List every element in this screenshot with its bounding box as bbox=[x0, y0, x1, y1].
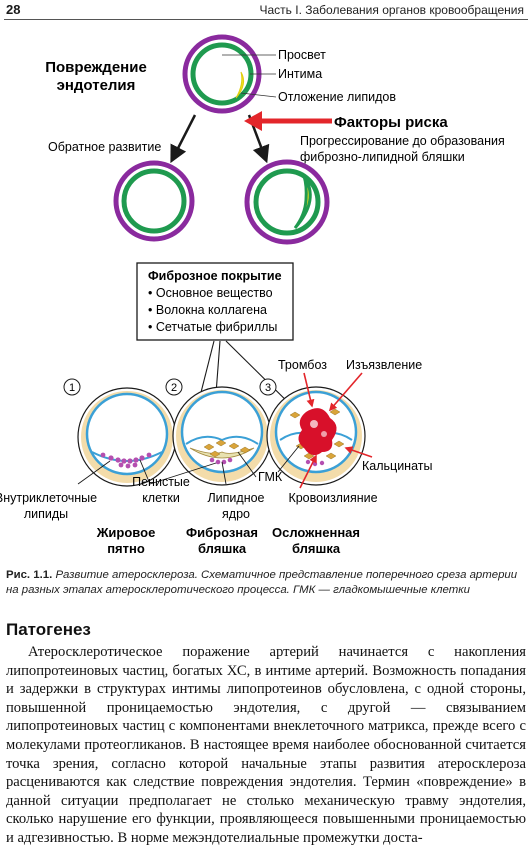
smc-cells-2 bbox=[203, 439, 251, 458]
caption-text: Развитие атеросклероза. Схематичное пред… bbox=[6, 569, 518, 596]
artery-top bbox=[182, 34, 262, 114]
risk-arrow-head bbox=[244, 111, 262, 131]
foam-cells-2 bbox=[209, 457, 233, 465]
figure-caption: Рис. 1.1. Развитие атеросклероза. Схемат… bbox=[6, 568, 526, 598]
label-foam-2: клетки bbox=[142, 491, 180, 505]
stage-2-number: 2 bbox=[171, 382, 177, 394]
progression-line1: Прогрессирование до образования bbox=[300, 134, 505, 148]
figure-atherosclerosis: Повреждение эндотелия Просвет Интима Отл… bbox=[0, 20, 532, 580]
label-calcinates: Кальцинаты bbox=[362, 459, 432, 473]
arrow-regression bbox=[170, 114, 197, 164]
fibrous-cap-item-1: • Основное вещество bbox=[148, 286, 273, 300]
running-title: Часть I. Заболевания органов кровообраще… bbox=[259, 3, 524, 17]
label-fatty-streak-2: пятно bbox=[107, 541, 145, 556]
lipid-deposit-small bbox=[235, 71, 245, 99]
stage-1-artery bbox=[77, 387, 177, 487]
label-lipid-core-2: ядро bbox=[222, 507, 250, 521]
label-smc: ГМК bbox=[258, 470, 283, 484]
label-reverse: Обратное развитие bbox=[48, 140, 161, 154]
injury-label-line2: эндотелия bbox=[57, 77, 136, 94]
lipid-deposit-large bbox=[293, 175, 312, 229]
label-thrombosis: Тромбоз bbox=[278, 358, 327, 372]
caption-label: Рис. 1.1. bbox=[6, 569, 53, 581]
progression-line2: фиброзно-липидной бляшки bbox=[300, 150, 465, 164]
fibrous-cap-item-2: • Волокна коллагена bbox=[148, 303, 267, 317]
label-fibrous-plaque-2: бляшка bbox=[198, 541, 247, 556]
section-title: Патогенез bbox=[6, 620, 91, 639]
label-hemorrhage: Кровоизлияние bbox=[288, 491, 377, 505]
body-paragraph: Атеросклеротическое поражение артерий на… bbox=[6, 644, 526, 846]
label-lumen: Просвет bbox=[278, 48, 326, 62]
stage-2-artery bbox=[172, 386, 272, 486]
label-lipid-deposit: Отложение липидов bbox=[278, 90, 396, 104]
label-fibrous-plaque-1: Фиброзная bbox=[186, 525, 258, 540]
label-intracellular-1: Внутриклеточные bbox=[0, 491, 97, 505]
label-ulceration: Изъязвление bbox=[346, 358, 422, 372]
label-fatty-streak-1: Жировое bbox=[96, 525, 156, 540]
label-risk-factors: Факторы риска bbox=[334, 114, 448, 131]
label-lipid-core-1: Липидное bbox=[207, 491, 264, 505]
label-intima: Интима bbox=[278, 67, 322, 81]
body-text: Атеросклеротическое поражение артерий на… bbox=[6, 643, 526, 848]
fibrous-cap-item-3: • Сетчатые фибриллы bbox=[148, 320, 277, 334]
thrombus-hemorrhage bbox=[298, 408, 337, 456]
stage-1-number: 1 bbox=[69, 382, 75, 394]
header-rule bbox=[4, 19, 528, 20]
fibrous-cap-box bbox=[136, 262, 294, 341]
figure-diagram: Повреждение эндотелия Просвет Интима Отл… bbox=[0, 34, 505, 556]
lipid-core bbox=[189, 447, 255, 459]
label-complicated-plaque-2: бляшка bbox=[292, 541, 341, 556]
label-intracellular-2: липиды bbox=[24, 507, 68, 521]
intracellular-lipids bbox=[100, 452, 152, 469]
artery-regressed bbox=[113, 160, 195, 242]
artery-progressed bbox=[244, 159, 330, 245]
label-foam-1: Пенистые bbox=[132, 475, 190, 489]
page-number: 28 bbox=[6, 2, 21, 17]
label-complicated-plaque-1: Осложненная bbox=[272, 525, 360, 540]
stage-3-artery bbox=[266, 386, 366, 486]
fibrous-cap-title: Фиброзное покрытие bbox=[148, 269, 282, 283]
injury-label-line1: Повреждение bbox=[45, 59, 147, 76]
stage-3-number: 3 bbox=[265, 382, 271, 394]
page-header: 28 Часть I. Заболевания органов кровообр… bbox=[0, 0, 532, 20]
